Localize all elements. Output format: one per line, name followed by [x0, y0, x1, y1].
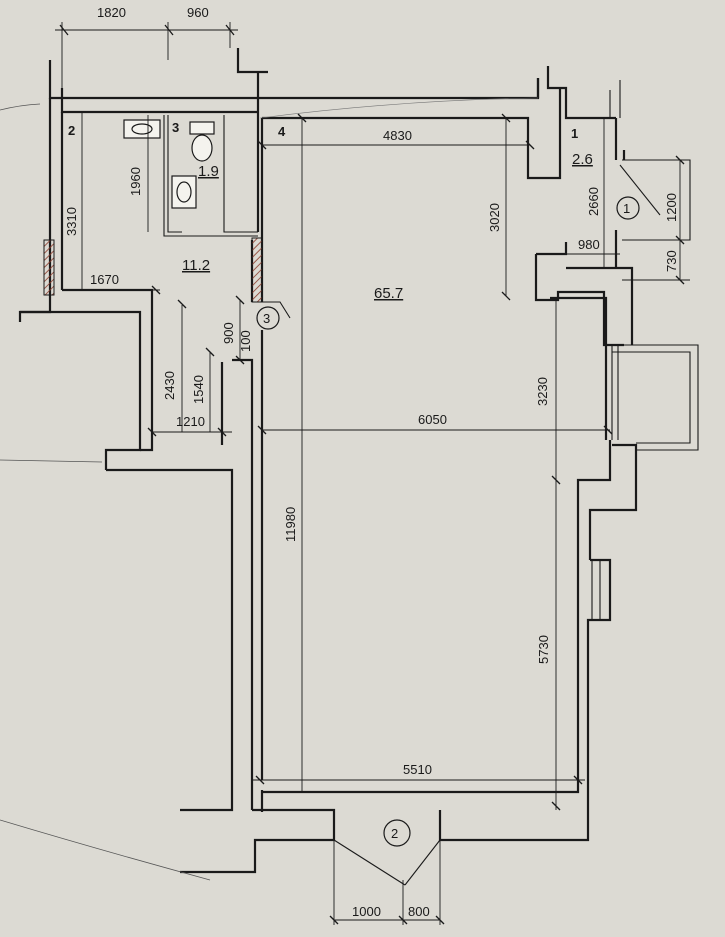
toilet-icon [189, 121, 215, 162]
marker-1-label: 1 [623, 201, 630, 216]
room-number-3: 3 [172, 120, 179, 135]
dim-1210: 1210 [176, 414, 205, 429]
room-number-2: 2 [68, 123, 75, 138]
dim-5730: 5730 [536, 635, 551, 664]
dim-900: 900 [221, 322, 236, 344]
area-hall: 11.2 [182, 257, 210, 274]
dim-980: 980 [578, 237, 600, 252]
hatched-wall-hall [251, 237, 263, 303]
room-number-1: 1 [571, 126, 578, 141]
dim-730: 730 [664, 250, 679, 272]
area-room-3: 1.9 [198, 163, 219, 180]
dim-3020: 3020 [487, 203, 502, 232]
dim-1670: 1670 [90, 272, 119, 287]
dim-11980: 11980 [283, 507, 298, 542]
dim-3230: 3230 [535, 377, 550, 406]
dimension-lines [55, 22, 690, 925]
area-room-4: 65.7 [374, 285, 403, 302]
dim-2660: 2660 [586, 187, 601, 216]
dim-960: 960 [187, 5, 209, 20]
dim-6050: 6050 [418, 412, 447, 427]
dim-5510: 5510 [403, 762, 432, 777]
dim-100: 100 [238, 330, 253, 352]
marker-3-label: 3 [263, 311, 270, 326]
dim-2430: 2430 [162, 371, 177, 400]
dim-1820: 1820 [97, 5, 126, 20]
washbasin-icon [171, 175, 197, 209]
walls [18, 48, 699, 886]
area-room-1: 2.6 [572, 151, 593, 168]
room-number-4: 4 [278, 124, 286, 139]
marker-2-circle [383, 819, 411, 847]
hatched-wall-left [43, 239, 55, 296]
marker-1-circle [616, 196, 640, 220]
dim-1200: 1200 [664, 193, 679, 222]
labels: 2 3 4 1 1.9 11.2 65.7 2.6 1 3 2 1820 960… [64, 5, 679, 919]
marker-2-label: 2 [391, 826, 398, 841]
dim-3310: 3310 [64, 207, 79, 236]
dim-800: 800 [408, 904, 430, 919]
door-leaf-room-1 [619, 164, 661, 216]
dim-1000: 1000 [352, 904, 381, 919]
dim-4830: 4830 [383, 128, 412, 143]
marker-3-circle [256, 306, 280, 330]
dim-1540: 1540 [191, 375, 206, 404]
dim-1960: 1960 [128, 167, 143, 196]
sink-icon [123, 119, 161, 139]
